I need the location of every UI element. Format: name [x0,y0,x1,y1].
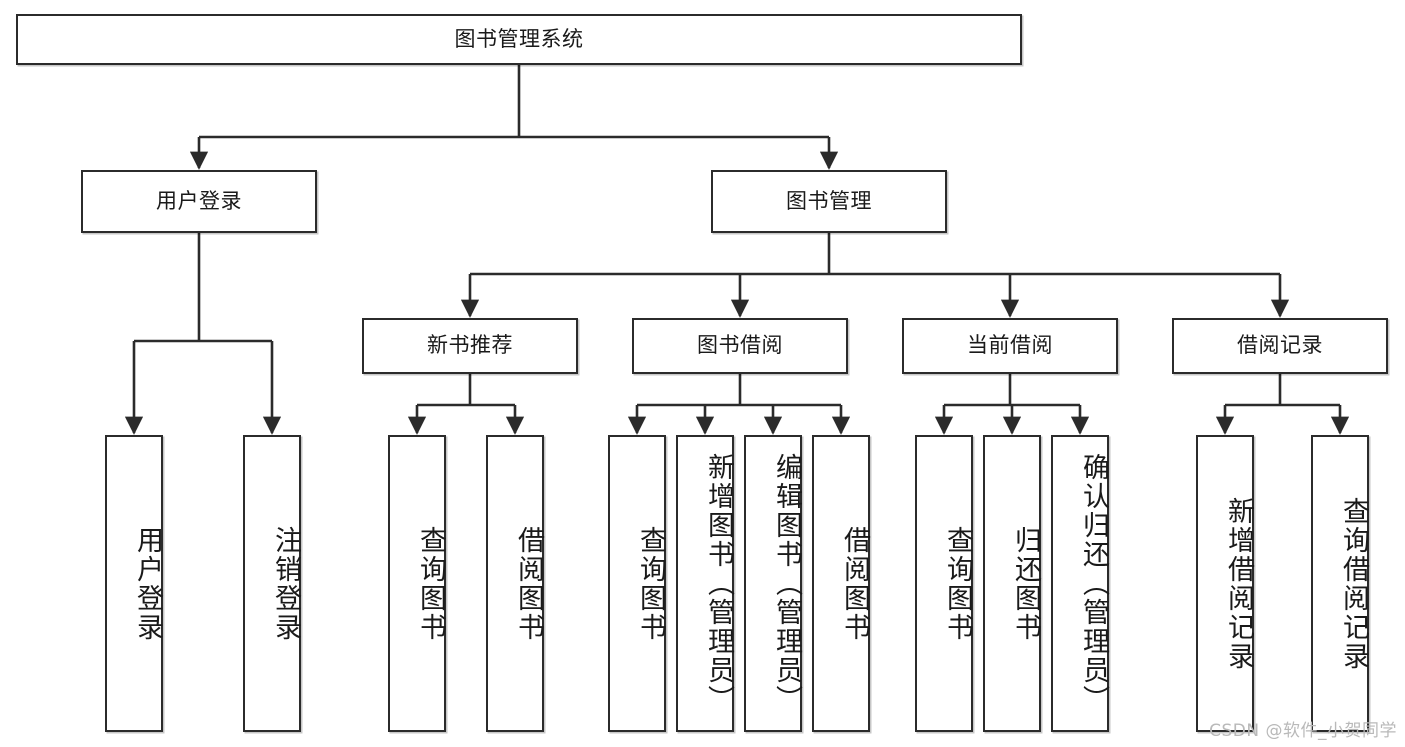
node-leaf-edit-book[interactable]: 编辑图书（管理员） [744,435,802,732]
node-borrow-record[interactable]: 借阅记录 [1172,318,1388,374]
node-leaf-add-record-label: 新增借阅记录 [1223,496,1254,671]
node-leaf-logout[interactable]: 注销登录 [243,435,301,732]
node-leaf-user-login-label: 用户登录 [132,525,163,642]
node-leaf-borrow-book-1[interactable]: 借阅图书 [486,435,544,732]
node-book-borrow-label: 图书借阅 [697,333,783,358]
node-leaf-confirm-return-label: 确认归还（管理员） [1078,453,1109,714]
node-leaf-edit-book-label: 编辑图书（管理员） [771,453,802,714]
node-leaf-user-login[interactable]: 用户登录 [105,435,163,732]
node-leaf-query-record-label: 查询借阅记录 [1338,496,1369,671]
node-book-management[interactable]: 图书管理 [711,170,947,233]
node-leaf-add-book-label: 新增图书（管理员） [703,453,734,714]
node-leaf-query-book-3-label: 查询图书 [942,525,973,642]
node-book-borrow[interactable]: 图书借阅 [632,318,848,374]
node-borrow-record-label: 借阅记录 [1237,333,1323,358]
node-leaf-query-record[interactable]: 查询借阅记录 [1311,435,1369,732]
node-user-login[interactable]: 用户登录 [81,170,317,233]
node-user-login-label: 用户登录 [156,188,242,213]
node-leaf-query-book-1-label: 查询图书 [415,525,446,642]
node-leaf-confirm-return[interactable]: 确认归还（管理员） [1051,435,1109,732]
node-root-label: 图书管理系统 [454,26,584,51]
node-leaf-add-record[interactable]: 新增借阅记录 [1196,435,1254,732]
node-leaf-borrow-book-2[interactable]: 借阅图书 [812,435,870,732]
node-current-borrow-label: 当前借阅 [967,333,1053,358]
node-root[interactable]: 图书管理系统 [16,14,1022,65]
node-leaf-query-book-2[interactable]: 查询图书 [608,435,666,732]
node-leaf-return-book[interactable]: 归还图书 [983,435,1041,732]
node-leaf-query-book-2-label: 查询图书 [635,525,666,642]
node-leaf-logout-label: 注销登录 [270,525,301,642]
node-new-book-recommend-label: 新书推荐 [427,333,513,358]
node-book-management-label: 图书管理 [786,188,872,213]
node-leaf-query-book-1[interactable]: 查询图书 [388,435,446,732]
csdn-watermark: CSDN @软件_小贺同学 [1209,721,1397,741]
node-leaf-add-book[interactable]: 新增图书（管理员） [676,435,734,732]
node-leaf-borrow-book-2-label: 借阅图书 [839,525,870,642]
node-current-borrow[interactable]: 当前借阅 [902,318,1118,374]
node-leaf-borrow-book-1-label: 借阅图书 [513,525,544,642]
node-new-book-recommend[interactable]: 新书推荐 [362,318,578,374]
node-leaf-query-book-3[interactable]: 查询图书 [915,435,973,732]
node-leaf-return-book-label: 归还图书 [1010,525,1041,642]
